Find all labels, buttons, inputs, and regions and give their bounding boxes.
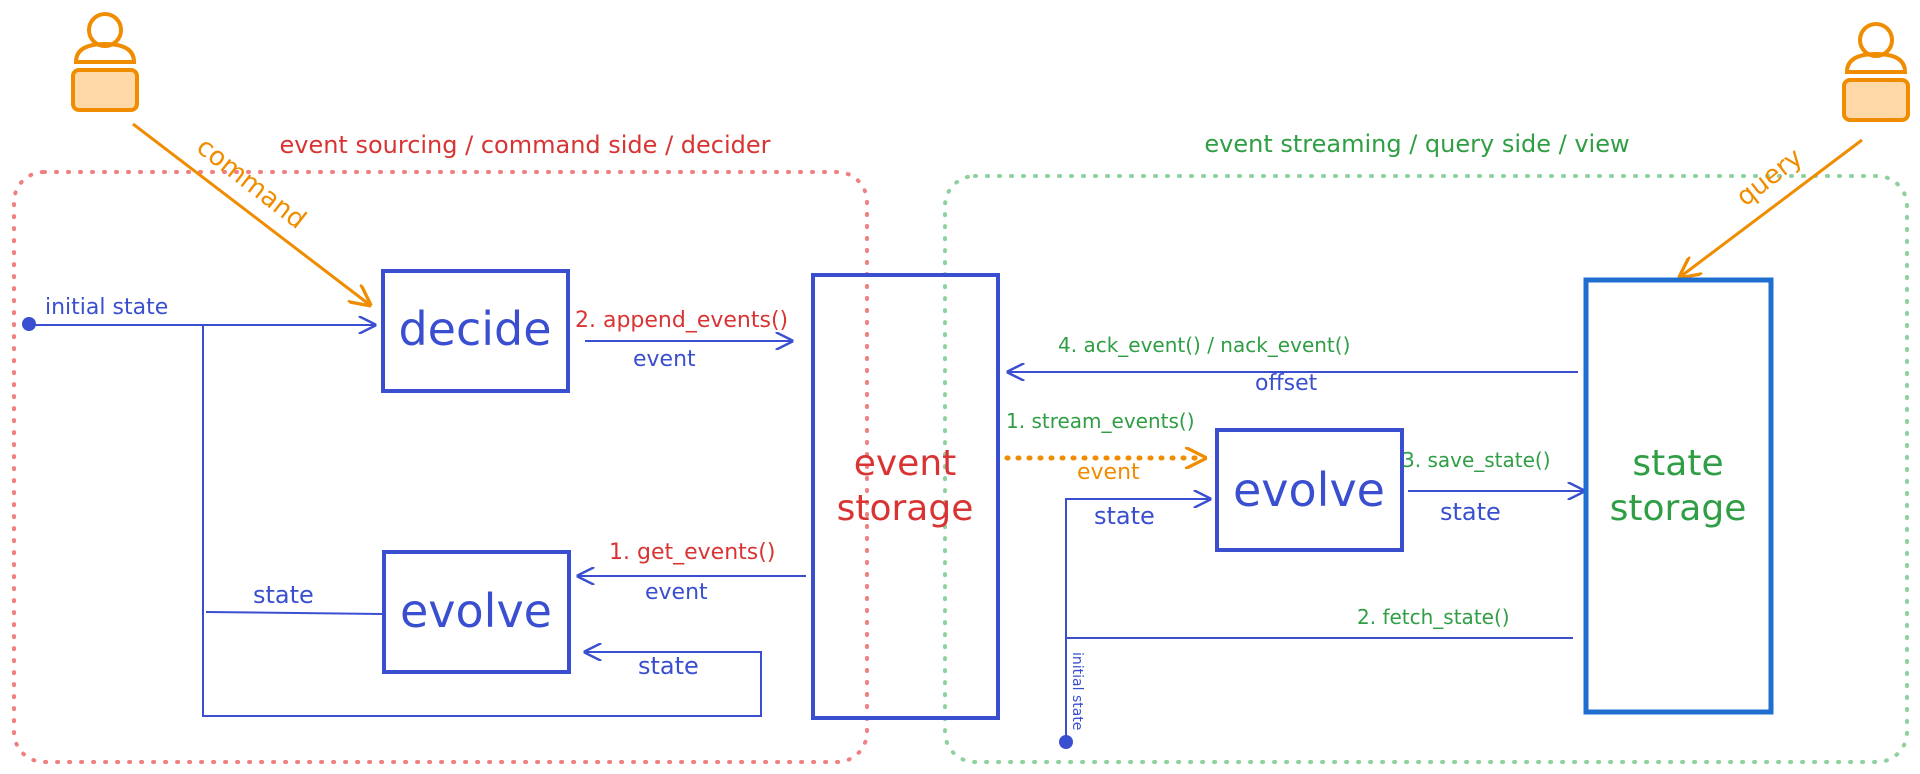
- offset-label: offset: [1255, 371, 1318, 396]
- initial-state-path-right: [1065, 499, 1210, 740]
- initial-state-label-left: initial state: [45, 295, 168, 320]
- left-loop-path: [202, 325, 762, 717]
- event-storage-line2: storage: [837, 488, 974, 529]
- state-label-loop: state: [638, 652, 699, 680]
- save-state-label: 3. save_state(): [1402, 448, 1551, 472]
- save-state-sub: state: [1440, 498, 1501, 526]
- query-arrow: [1680, 138, 1863, 277]
- evolve-state-out-line: [205, 611, 385, 615]
- get-event-sub: event: [645, 580, 708, 605]
- user-icon-right: [1842, 22, 1910, 122]
- event-storage-box: [811, 273, 1000, 720]
- append-events-label: 2. append_events(): [575, 308, 788, 333]
- initial-state-dot-right: [1059, 735, 1073, 749]
- left-region: [12, 170, 869, 764]
- fetch-state-label: 2. fetch_state(): [1357, 605, 1510, 629]
- stream-event-sub: event: [1077, 460, 1140, 485]
- state-label-left: state: [253, 581, 314, 609]
- left-region-title: event sourcing / command side / decider: [279, 131, 770, 159]
- right-region: [943, 174, 1909, 764]
- initial-state-label-right: initial state: [1069, 652, 1085, 730]
- evolve-label-right: evolve: [1233, 463, 1385, 517]
- user-icon-left: [71, 12, 139, 112]
- command-arrow: [132, 122, 370, 305]
- evolve-box-left: [382, 550, 571, 674]
- state-storage-box: [1583, 277, 1774, 715]
- right-region-title: event streaming / query side / view: [1204, 130, 1629, 158]
- decide-label: decide: [398, 302, 551, 356]
- event-storage-line1: event: [854, 443, 957, 484]
- stream-events-label: 1. stream_events(): [1006, 409, 1195, 433]
- evolve-label-left: evolve: [400, 584, 552, 638]
- state-storage-line1: state: [1632, 443, 1723, 484]
- ack-label: 4. ack_event() / nack_event(): [1058, 333, 1350, 357]
- state-in-label: state: [1094, 502, 1155, 530]
- get-events-label: 1. get_events(): [609, 540, 775, 565]
- append-event-sub: event: [633, 347, 696, 372]
- decide-box: [381, 269, 570, 393]
- evolve-box-right: [1215, 428, 1404, 552]
- state-storage-line2: storage: [1610, 488, 1747, 529]
